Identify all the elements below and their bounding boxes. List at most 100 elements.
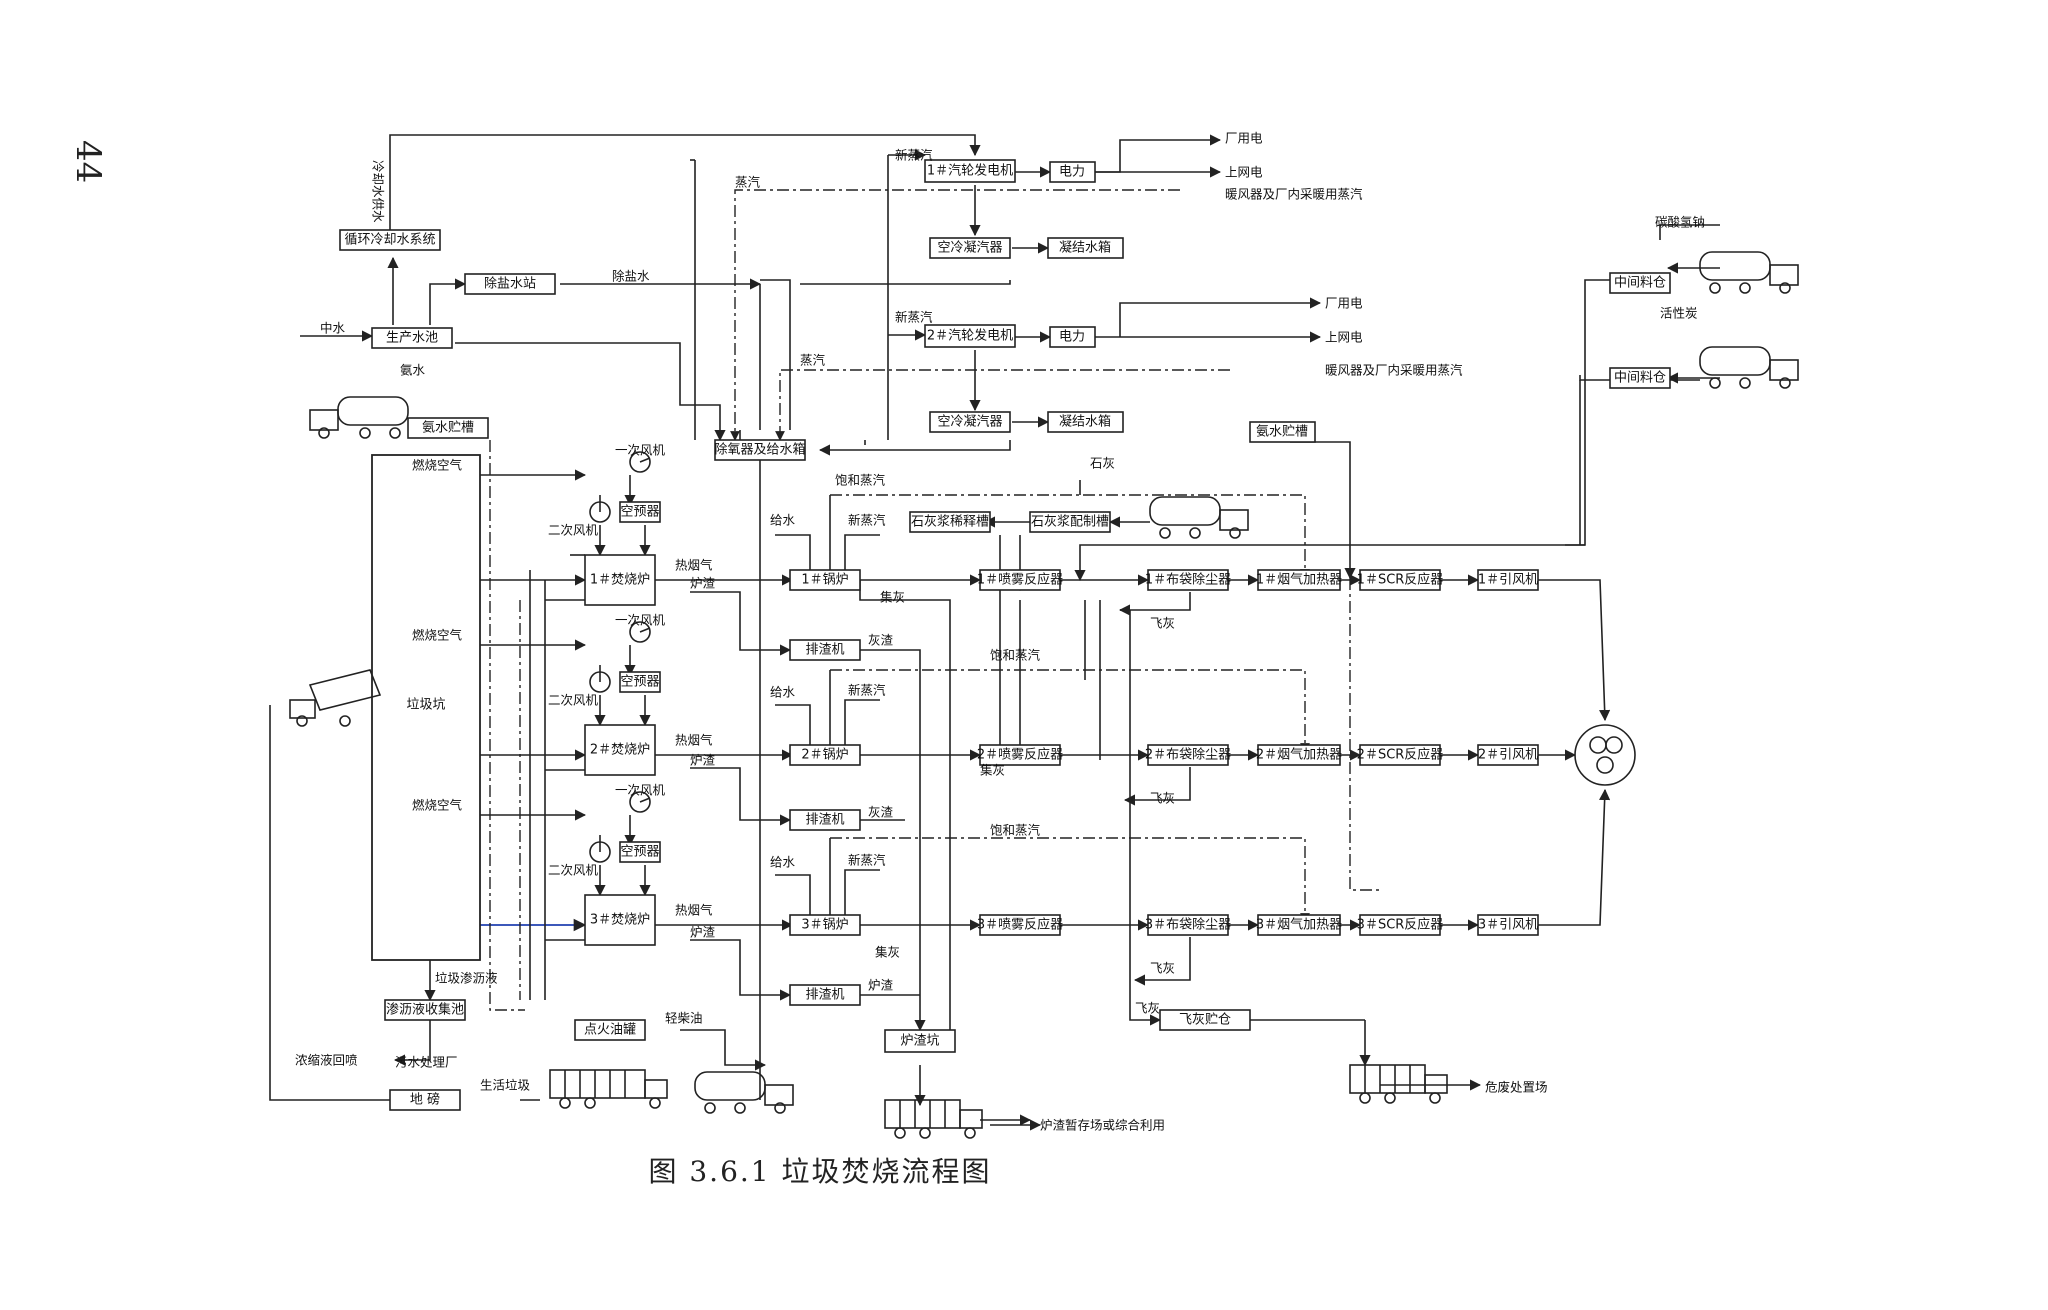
label-secondary-fan-2: 二次风机 (548, 693, 599, 708)
label-secondary-fan-3: 二次风机 (548, 863, 599, 878)
leachate-pool-label: 渗沥液收集池 (386, 1002, 464, 1018)
spray3-label: 3＃喷雾反应器 (977, 917, 1063, 933)
tg2-label: 2＃汽轮发电机 (927, 328, 1013, 344)
power2-label: 电力 (1059, 330, 1085, 345)
label-feed-water-3: 给水 (770, 855, 796, 870)
label-desalted-water: 除盐水 (612, 269, 650, 284)
condtank1-label: 凝结水箱 (1059, 240, 1111, 256)
ammonia-tank-left-label: 氨水贮槽 (422, 421, 474, 436)
fan2-box (1477, 744, 1539, 766)
deaerator-label: 除氧器及给水箱 (714, 442, 805, 458)
scr2-label: 2＃SCR反应器 (1357, 747, 1444, 763)
label-ash-2: 灰渣 (868, 805, 894, 820)
lime-dilute-box (909, 511, 991, 533)
power1-box (1049, 161, 1096, 183)
condtank2-label: 凝结水箱 (1059, 414, 1111, 430)
heater3-box (1257, 914, 1341, 936)
label-collected-ash-1: 集灰 (880, 590, 905, 605)
aircond2-label: 空冷凝汽器 (937, 414, 1002, 430)
preheater3-box (619, 841, 661, 863)
preheater2-box (619, 671, 661, 693)
label-new-steam-1: 新蒸汽 (848, 513, 886, 528)
tg1-box (924, 159, 1016, 183)
flow-labels: 厂用电 上网电 暖风器及厂内采暖用蒸汽 厂用电 上网电 暖风器及厂内采暖用蒸汽 … (295, 131, 1705, 1133)
lime-prep-box (1029, 511, 1111, 533)
page-number: 44 (68, 140, 108, 184)
mid-bin1-box (1609, 272, 1671, 294)
prod-pool-box (371, 327, 453, 349)
figure-caption: 图 3.6.1 垃圾焚烧流程图 (648, 1155, 992, 1188)
slag-ext1-label: 排渣机 (805, 643, 844, 658)
spray2-label: 2＃喷雾反应器 (977, 747, 1063, 763)
label-reclaimed-water: 中水 (320, 321, 346, 336)
label-sodium-bicarbonate: 碳酸氢钠 (1655, 215, 1705, 230)
label-grid-2: 上网电 (1325, 330, 1363, 345)
label-saturated-steam-1: 饱和蒸汽 (835, 473, 886, 488)
incin2-box (584, 724, 656, 776)
label-ash-1: 灰渣 (868, 633, 894, 648)
ammonia-tank-left-box (407, 417, 489, 439)
lime-prep-label: 石灰浆配制槽 (1031, 515, 1109, 530)
bag3-box (1147, 914, 1229, 936)
mid-bin1-label: 中间料仓 (1614, 276, 1666, 291)
label-light-diesel: 轻柴油 (665, 1011, 703, 1026)
heater2-label: 2＃烟气加热器 (1256, 747, 1342, 763)
bag1-label: 1＃布袋除尘器 (1145, 573, 1231, 588)
label-plant-power-1: 厂用电 (1225, 131, 1263, 146)
aircond1-box (929, 237, 1011, 259)
slag-ext3-box (789, 984, 861, 1006)
label-concentrate-return: 浓缩液回喷 (295, 1053, 358, 1068)
tanker-icon (309, 396, 409, 439)
preheater3-label: 空预器 (620, 845, 659, 860)
fan3-box (1477, 914, 1539, 936)
desalt-station-label: 除盐水站 (484, 277, 536, 292)
label-hazardous-disposal: 危废处置场 (1485, 1080, 1548, 1095)
boiler3-box (789, 914, 861, 936)
heater1-label: 1＃烟气加热器 (1256, 572, 1342, 588)
stack-icon (1574, 724, 1636, 786)
slag-ext2-label: 排渣机 (805, 813, 844, 828)
label-plant-power-2: 厂用电 (1325, 296, 1363, 311)
flyash-silo-box (1159, 1009, 1251, 1031)
fan-icon (589, 835, 611, 863)
label-fly-ash-3: 飞灰 (1150, 961, 1175, 976)
fan2-label: 2＃引风机 (1478, 748, 1538, 763)
boiler3-label: 3＃锅炉 (801, 917, 848, 933)
label-new-steam-3: 新蒸汽 (848, 853, 886, 868)
preheater1-label: 空预器 (620, 505, 659, 520)
label-heating-1: 暖风器及厂内采暖用蒸汽 (1225, 187, 1363, 202)
label-leachate: 垃圾渗沥液 (435, 971, 498, 986)
spray1-box (979, 569, 1061, 591)
label-slag-1: 炉渣 (690, 576, 716, 591)
slag-ext2-box (789, 809, 861, 831)
preheater2-label: 空预器 (620, 675, 659, 690)
bag2-box (1147, 744, 1229, 766)
waste-pit-label: 垃圾坑 (406, 698, 445, 713)
label-fly-ash-2: 飞灰 (1150, 791, 1175, 806)
label-lime: 石灰 (1090, 456, 1115, 471)
circ-water-label: 循环冷却水系统 (344, 233, 435, 248)
heater3-label: 3＃烟气加热器 (1256, 917, 1342, 933)
prod-pool-label: 生产水池 (386, 331, 438, 346)
label-combustion-air-1: 燃烧空气 (412, 458, 463, 473)
truck-icon (884, 1099, 983, 1139)
slag-pit-label: 炉渣坑 (900, 1034, 939, 1049)
flyash-silo-label: 飞灰贮仓 (1179, 1013, 1231, 1028)
boiler1-label: 1＃锅炉 (801, 572, 848, 588)
power1-label: 电力 (1059, 165, 1085, 180)
condtank2-box (1047, 411, 1124, 433)
fan-icon (629, 621, 651, 643)
slag-ext1-box (789, 639, 861, 661)
label-steam-a: 蒸汽 (735, 175, 761, 190)
label-new-steam-a: 新蒸汽 (895, 148, 933, 163)
tg1-label: 1＃汽轮发电机 (927, 163, 1013, 179)
condtank1-box (1047, 237, 1124, 259)
label-new-steam-b: 新蒸汽 (895, 310, 933, 325)
incin2-label: 2＃焚烧炉 (590, 743, 650, 758)
boiler1-box (789, 569, 861, 591)
truck-icon (1349, 1064, 1448, 1104)
tanker-icon (694, 1071, 794, 1114)
truck-icon (549, 1069, 668, 1109)
mid-bin2-label: 中间料仓 (1614, 371, 1666, 386)
incin1-label: 1＃焚烧炉 (590, 573, 650, 588)
